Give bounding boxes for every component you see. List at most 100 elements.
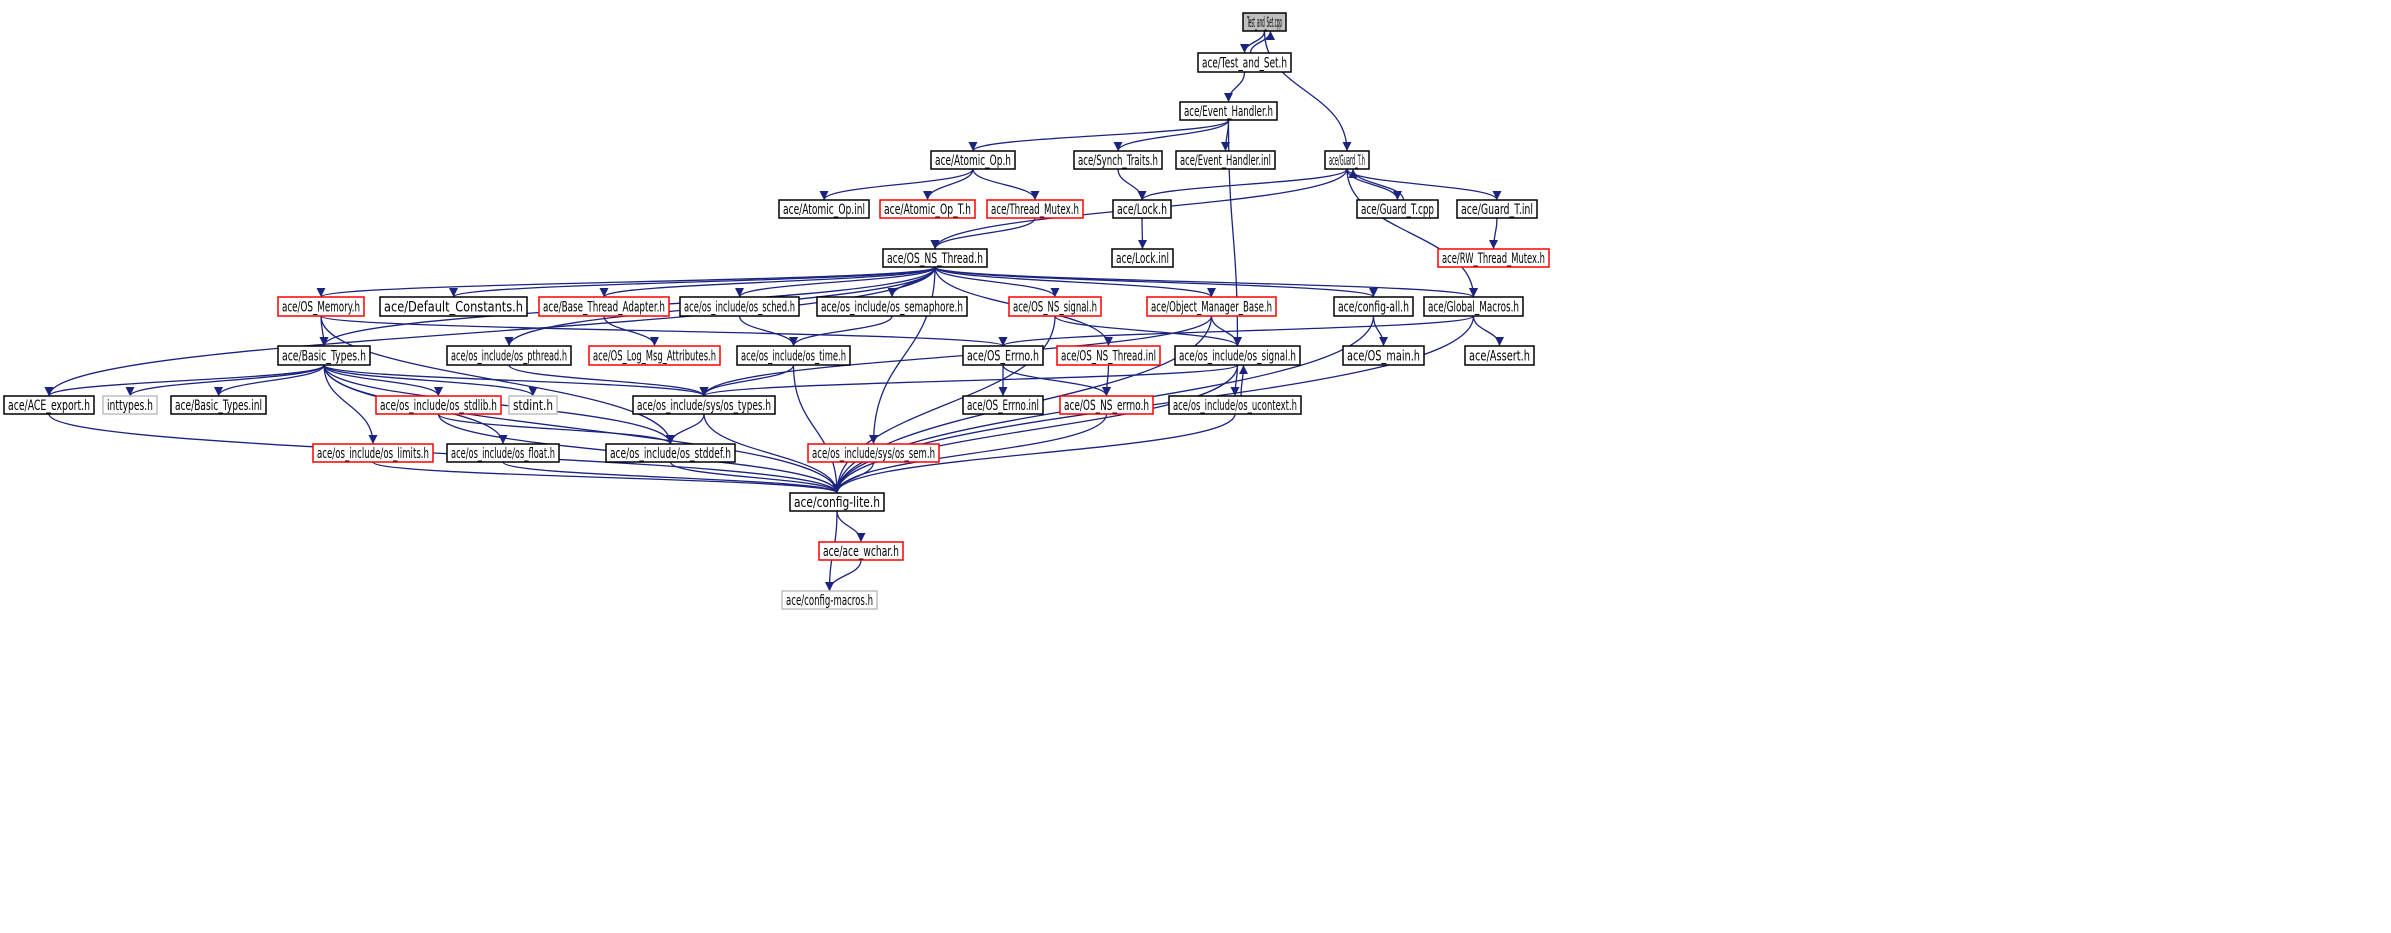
graph-node[interactable]: ace/Thread_Mutex.h	[986, 199, 1084, 219]
graph-node[interactable]: ace/Base_Thread_Adapter.h	[538, 296, 670, 317]
edge-path	[669, 461, 842, 494]
dependency-edge	[44, 266, 936, 397]
graph-node[interactable]: ace/os_include/sys/os_types.h	[632, 395, 776, 415]
node-label: ace/Lock.inl	[1116, 251, 1169, 267]
edge-path	[825, 559, 862, 592]
graph-node[interactable]: ace/ACE_export.h	[3, 395, 95, 415]
node-label: ace/Lock.h	[1117, 202, 1167, 218]
node-label: ace/config-all.h	[1338, 300, 1409, 316]
edge-path	[836, 510, 866, 543]
graph-node[interactable]: ace/Atomic_Op.h	[930, 150, 1016, 170]
graph-node[interactable]: ace/Event_Handler.inl	[1175, 150, 1276, 170]
graph-node[interactable]: ace/os_include/os_time.h	[736, 345, 851, 366]
graph-node[interactable]: ace/os_include/sys/os_sem.h	[807, 443, 940, 463]
graph-node[interactable]: ace/Lock.inl	[1111, 248, 1174, 268]
edge-path	[1372, 315, 1388, 347]
graph-node[interactable]: ace/os_include/os_ucontext.h	[1168, 395, 1302, 415]
graph-node[interactable]: ace/os_include/os_float.h	[446, 443, 560, 463]
edge-path	[323, 364, 443, 397]
node-label: ace/Guard_T.cpp	[1361, 202, 1434, 218]
graph-node[interactable]: ace/os_include/os_stddef.h	[605, 443, 736, 463]
dependency-edge	[789, 315, 893, 347]
graph-node[interactable]: ace/OS_NS_Thread.h	[882, 248, 988, 268]
node-box	[632, 395, 776, 415]
graph-node[interactable]: ace/Global_Macros.h	[1423, 296, 1524, 317]
dependency-edge	[1102, 364, 1112, 397]
node-label: ace/os_include/os_stdlib.h	[380, 398, 497, 414]
dependency-edge	[44, 364, 325, 397]
graph-node[interactable]: ace/config-macros.h	[781, 590, 878, 610]
node-box	[1168, 395, 1302, 415]
graph-node[interactable]: ace/config-all.h	[1333, 296, 1414, 317]
graph-node[interactable]: ace/OS_Errno.h	[962, 345, 1044, 366]
graph-node[interactable]: ace/Test_and_Set.h	[1197, 52, 1292, 73]
dependency-edge	[1238, 364, 1248, 397]
graph-node[interactable]: ace/os_include/os_limits.h	[312, 443, 434, 463]
graph-node[interactable]: ace/OS_Errno.inl	[962, 395, 1044, 415]
node-box	[3, 395, 95, 415]
node-box	[679, 296, 800, 317]
graph-node[interactable]: ace/OS_Log_Msg_Attributes.h	[588, 345, 721, 366]
graph-node[interactable]: ace/os_include/os_stdlib.h	[375, 395, 502, 415]
graph-node[interactable]: ace/Event_Handler.h	[1179, 101, 1278, 121]
graph-node[interactable]: ace/config-lite.h	[789, 492, 885, 512]
graph-node[interactable]: ace/Basic_Types.inl	[170, 395, 267, 415]
node-box	[1464, 345, 1535, 366]
dependency-edge	[666, 413, 705, 445]
edge-path	[44, 266, 936, 397]
node-box	[807, 443, 940, 463]
edge-path	[934, 266, 1060, 298]
graph-node[interactable]: ace/Object_Manager_Base.h	[1146, 296, 1277, 317]
node-box	[605, 443, 736, 463]
graph-node[interactable]: ace/os_include/os_signal.h	[1174, 345, 1301, 366]
graph-node[interactable]: ace/OS_NS_errno.h	[1059, 395, 1154, 415]
node-box	[1197, 52, 1292, 73]
graph-node[interactable]: ace/Guard_T.h	[1324, 150, 1370, 170]
dependency-edge	[502, 461, 842, 494]
edge-path	[214, 364, 325, 397]
graph-node[interactable]: ace/os_include/os_semaphore.h	[816, 296, 968, 317]
graph-node[interactable]: ace/Assert.h	[1464, 345, 1535, 366]
dependency-edge	[1346, 168, 1402, 201]
dependency-edge	[934, 266, 1478, 298]
edge-path	[699, 364, 1239, 397]
node-box	[816, 296, 968, 317]
graph-node[interactable]: ace/Guard_T.cpp	[1356, 199, 1439, 219]
graph-node[interactable]: ace/os_include/os_pthread.h	[446, 345, 572, 366]
node-box	[446, 443, 560, 463]
node-box	[508, 395, 558, 415]
graph-node[interactable]: Test_and_Set.cpp	[1242, 12, 1287, 32]
node-label: ace/Thread_Mutex.h	[991, 202, 1079, 218]
node-box	[736, 345, 851, 366]
edge-path	[1489, 217, 1499, 250]
graph-node[interactable]: ace/Synch_Traits.h	[1073, 150, 1163, 170]
graph-node[interactable]: ace/OS_main.h	[1342, 345, 1425, 366]
graph-node[interactable]: ace/Atomic_Op.inl	[778, 199, 870, 219]
graph-node[interactable]: ace/os_include/os_sched.h	[679, 296, 800, 317]
graph-node[interactable]: ace/Atomic_Op_T.h	[879, 199, 976, 219]
node-box	[375, 395, 502, 415]
graph-node[interactable]: ace/Default_Constants.h	[379, 296, 528, 317]
graph-node[interactable]: ace/RW_Thread_Mutex.h	[1437, 248, 1550, 268]
node-box	[1056, 345, 1161, 366]
graph-node[interactable]: ace/OS_NS_signal.h	[1008, 296, 1102, 317]
node-box	[277, 296, 365, 317]
dependency-edge	[316, 266, 936, 298]
dependency-edge	[603, 315, 659, 347]
edge-path	[1137, 168, 1348, 201]
graph-node[interactable]: ace/Basic_Types.h	[277, 345, 371, 366]
graph-node[interactable]: ace/Lock.h	[1112, 199, 1172, 219]
dependency-edge	[125, 364, 325, 397]
dependency-edge	[832, 413, 1236, 494]
edge-path	[738, 315, 798, 347]
graph-node[interactable]: inttypes.h	[102, 395, 158, 415]
node-label: ace/OS_NS_Thread.h	[887, 251, 983, 267]
graph-node[interactable]: ace/OS_NS_Thread.inl	[1056, 345, 1161, 366]
graph-node[interactable]: ace/OS_Memory.h	[277, 296, 365, 317]
edge-path	[819, 168, 974, 201]
node-label: ace/OS_NS_errno.h	[1064, 398, 1149, 414]
graph-node[interactable]: ace/ace_wchar.h	[818, 541, 904, 561]
graph-node[interactable]: ace/Guard_T.inl	[1456, 199, 1538, 219]
node-label: ace/os_include/os_ucontext.h	[1173, 398, 1297, 414]
graph-node[interactable]: stdint.h	[508, 395, 558, 415]
